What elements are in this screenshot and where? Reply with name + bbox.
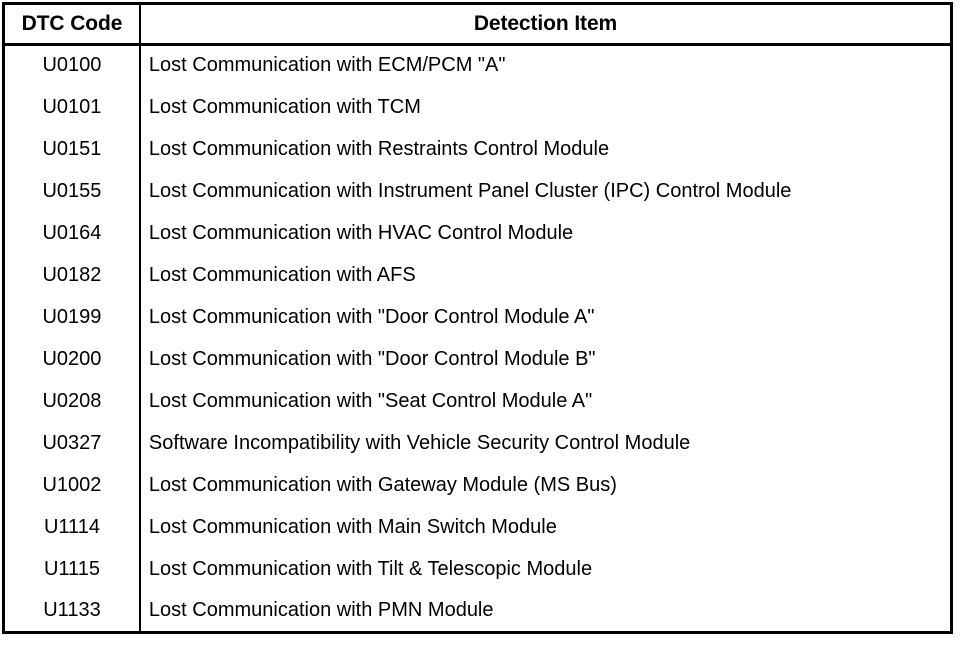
table-header: DTC Code Detection Item — [3, 3, 952, 46]
cell-detection-item: Lost Communication with ECM/PCM "A" — [139, 44, 952, 87]
cell-dtc-code: U0164 — [3, 212, 141, 255]
cell-dtc-code: U1002 — [3, 464, 141, 507]
cell-dtc-code: U1115 — [3, 548, 141, 591]
cell-detection-item: Lost Communication with Restraints Contr… — [139, 128, 952, 171]
column-header-dtc-code: DTC Code — [3, 3, 141, 46]
cell-dtc-code: U0100 — [3, 44, 141, 87]
cell-dtc-code: U0327 — [3, 422, 141, 465]
cell-dtc-code: U0208 — [3, 380, 141, 423]
cell-dtc-code: U0182 — [3, 254, 141, 297]
cell-detection-item: Lost Communication with AFS — [139, 254, 952, 297]
cell-dtc-code: U0155 — [3, 170, 141, 213]
cell-dtc-code: U0151 — [3, 128, 141, 171]
cell-dtc-code: U0199 — [3, 296, 141, 339]
cell-dtc-code: U0101 — [3, 86, 141, 129]
cell-detection-item: Lost Communication with "Seat Control Mo… — [139, 380, 952, 423]
cell-detection-item: Lost Communication with Gateway Module (… — [139, 464, 952, 507]
cell-dtc-code: U0200 — [3, 338, 141, 381]
table-header-row: DTC Code Detection Item — [3, 3, 952, 46]
cell-dtc-code: U1114 — [3, 506, 141, 549]
cell-detection-item: Lost Communication with Main Switch Modu… — [139, 506, 952, 549]
cell-detection-item: Lost Communication with "Door Control Mo… — [139, 296, 952, 339]
cell-detection-item: Lost Communication with PMN Module — [139, 590, 952, 633]
cell-detection-item: Lost Communication with TCM — [139, 86, 952, 129]
cell-detection-item: Lost Communication with HVAC Control Mod… — [139, 212, 952, 255]
cell-detection-item: Lost Communication with "Door Control Mo… — [139, 338, 952, 381]
cell-detection-item: Software Incompatibility with Vehicle Se… — [139, 422, 952, 465]
column-header-detection-item: Detection Item — [139, 3, 952, 46]
cell-detection-item: Lost Communication with Tilt & Telescopi… — [139, 548, 952, 591]
cell-detection-item: Lost Communication with Instrument Panel… — [139, 170, 952, 213]
cell-dtc-code: U1133 — [3, 590, 141, 633]
